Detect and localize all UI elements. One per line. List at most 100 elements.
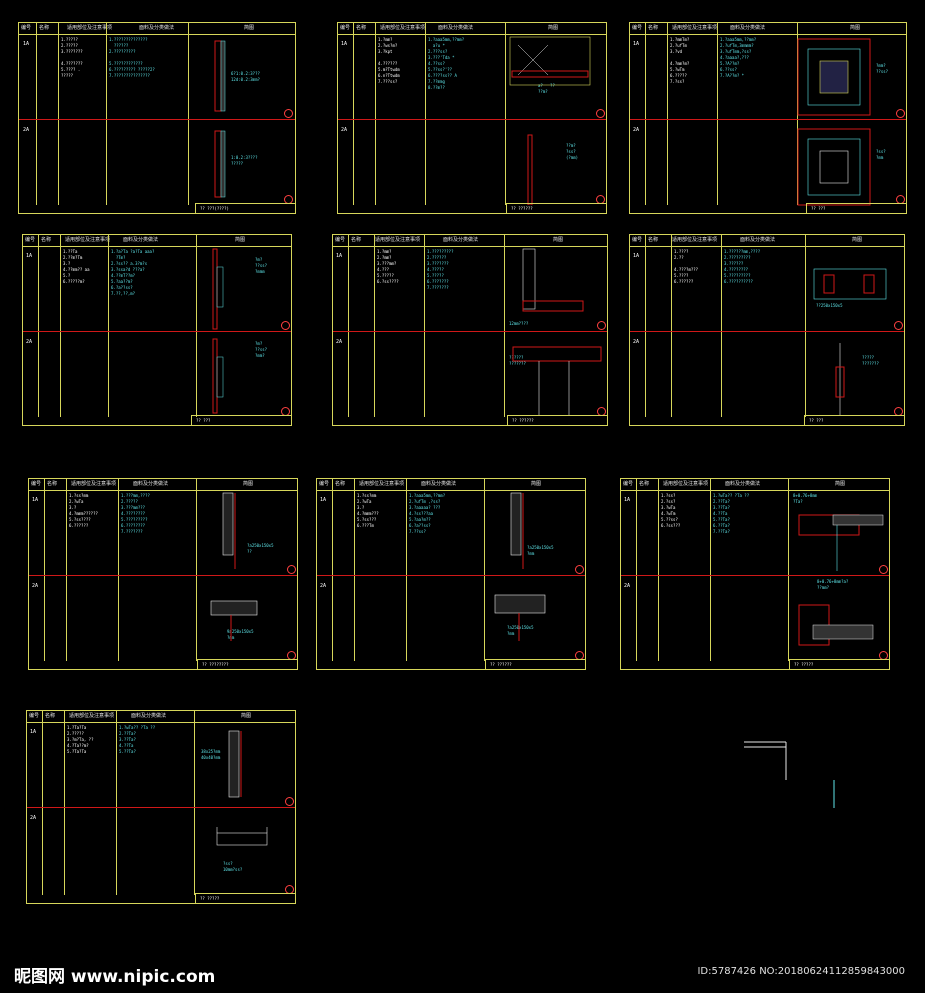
row-code-2: 2A	[26, 339, 33, 345]
row-code-2: 2A	[341, 127, 348, 133]
column-code	[630, 23, 646, 205]
material-text: 1.?wTa?? ?Ta ?? 2.??Ta? 3.??Ta? 4.??Ta 5…	[713, 493, 750, 534]
scope-text: 1.??Ta 2.??m?Tm 3.? 4.??mm?? aa 5.? 6.??…	[63, 249, 90, 284]
drawing-sheet-3[interactable]: 编号 名称 适用部位及注意事项 面料及分类做法 简图 1A 2A 1.?mmTm…	[629, 22, 907, 214]
header-materials: 面料及分类做法	[139, 25, 175, 31]
header-name: 名称	[648, 237, 659, 243]
header-name: 名称	[39, 25, 50, 31]
drawing-sheet-6[interactable]: 编号 名称 适用部位及注意事项 面料及分类做法 简图 1A 2A 1.???? …	[629, 234, 905, 426]
row-divider	[19, 119, 295, 120]
title-block-text: ?? ??????	[511, 206, 533, 211]
scope-text: 1.?ss?mm 2.?wTa 3.? 4.?mmm??? 5.?ss??? 6…	[357, 493, 379, 528]
column-materials	[722, 235, 806, 417]
drawing-sheet-4[interactable]: 编号 名称 适用部位及注意事项 面料及分类做法 简图 1A 2A 1.??Ta …	[22, 234, 292, 426]
header-scope: 适用部位及注意事项	[672, 237, 718, 243]
header-code: 编号	[632, 237, 643, 243]
detail-marker-1	[896, 109, 905, 118]
column-code	[19, 23, 37, 205]
header-diagram: 简图	[244, 25, 255, 31]
header-diagram: 简图	[548, 25, 559, 31]
header-code: 编号	[31, 481, 42, 487]
header-scope: 适用部位及注意事项	[69, 713, 115, 719]
drawing-sheet-9[interactable]: 编号 名称 适用部位及注意事项 面料及分类做法 简图 1A 2A 1.?ss? …	[620, 478, 890, 670]
detail-marker-1	[287, 565, 296, 574]
column-scope	[355, 479, 407, 661]
drawing-sheet-7[interactable]: 编号 名称 适用部位及注意事项 面料及分类做法 简图 1A 2A 1.?ss?m…	[28, 478, 298, 670]
column-materials	[119, 479, 197, 661]
title-block-text: ?? ??????	[490, 662, 512, 667]
diagram-note-2: ?ss? ?mm	[876, 149, 886, 160]
column-name	[646, 235, 672, 417]
drawing-sheet-1[interactable]: 编号 名称 适用部位及注意事项 面料及分类做法 简图 1A 2A 1.?????…	[18, 22, 296, 214]
header-scope: 适用部位及注意事项	[672, 25, 718, 31]
stray-cad-lines	[744, 741, 835, 808]
column-name	[333, 479, 355, 661]
title-block-text: ?? ??????	[512, 418, 534, 423]
title-block-text: ?? ???	[809, 418, 824, 423]
header-diagram: 简图	[852, 237, 863, 243]
diagram-note-2: ?????? ???????	[509, 355, 526, 366]
material-text: 1.???mm,???? 2.????? 3.???mm??? 4.??????…	[121, 493, 150, 534]
header-code: 编号	[623, 481, 634, 487]
header-diagram: 简图	[850, 25, 861, 31]
title-block: ?? ???	[804, 415, 904, 425]
row-code-2: 2A	[320, 583, 327, 589]
column-name	[354, 23, 376, 205]
row-code-1: 1A	[320, 497, 327, 503]
row-code-1: 1A	[633, 253, 640, 259]
column-materials	[426, 23, 506, 205]
diagram-note-1: 6?1:0.2:3??? 12d:0.2:3mm?	[231, 71, 260, 82]
column-scope	[65, 711, 117, 895]
material-text: 1.?wTa?? ?Ta ?? 2.??Ta? 3.??Ta? 4.??Ta 5…	[119, 725, 156, 754]
column-code	[29, 479, 45, 661]
drawing-sheet-5[interactable]: 编号 名称 适用部位及注意事项 面料及分类做法 简图 1A 2A 1.?mm? …	[332, 234, 608, 426]
row-code-1: 1A	[32, 497, 39, 503]
column-scope	[376, 23, 426, 205]
detail-marker-1	[879, 565, 888, 574]
row-code-1: 1A	[341, 41, 348, 47]
row-divider	[630, 331, 904, 332]
header-materials: 面料及分类做法	[443, 237, 479, 243]
diagram-note-2: ????? ???????	[862, 355, 879, 366]
detail-marker-1	[285, 797, 294, 806]
sheet-header: 编号 名称 适用部位及注意事项 面料及分类做法 简图	[630, 23, 906, 35]
title-block: ?? ??????	[507, 415, 607, 425]
material-text: 1.????????? 2.?????? 3.??????? 4.????? 5…	[427, 249, 454, 290]
column-scope	[67, 479, 119, 661]
column-code	[317, 479, 333, 661]
row-code-2: 2A	[336, 339, 343, 345]
section-drawing	[494, 492, 546, 641]
column-code	[27, 711, 43, 895]
header-code: 编号	[340, 25, 351, 31]
header-scope: 适用部位及注意事项	[65, 237, 111, 243]
row-divider	[338, 119, 606, 120]
drawing-sheet-10[interactable]: 编号 名称 适用部位及注意事项 面料及分类做法 简图 1A 2A 1.?Ta?T…	[26, 710, 296, 904]
row-divider	[317, 575, 585, 576]
section-drawing	[509, 36, 591, 205]
column-materials	[407, 479, 485, 661]
diagram-note-1: ?a250x150x5 ?mm	[527, 545, 554, 556]
header-materials: 面料及分类做法	[131, 713, 167, 719]
title-block: ?? ?????	[789, 659, 889, 669]
header-materials: 面料及分类做法	[123, 237, 159, 243]
scope-text: 1.?mm? 2.?mm? 3.???mm? 4.??? 5.????? 6.?…	[377, 249, 399, 284]
column-scope	[375, 235, 425, 417]
title-block: ?? ??????	[485, 659, 585, 669]
column-scope	[668, 23, 718, 205]
column-materials	[425, 235, 505, 417]
header-materials: 面料及分类做法	[421, 481, 457, 487]
diagram-note-1: a? ?? ??m?	[538, 83, 555, 94]
detail-marker-1	[575, 565, 584, 574]
section-drawing	[212, 248, 224, 414]
header-code: 编号	[25, 237, 36, 243]
drawing-sheet-8[interactable]: 编号 名称 适用部位及注意事项 面料及分类做法 简图 1A 2A 1.?ss?m…	[316, 478, 586, 670]
drawing-sheet-2[interactable]: 编号 名称 适用部位及注意事项 面料及分类做法 简图 1A 2A 1.?mm? …	[337, 22, 607, 214]
header-scope: 适用部位及注意事项	[67, 25, 113, 31]
title-block-text: ?? ???(????)	[200, 206, 229, 211]
row-code-1: 1A	[30, 729, 37, 735]
header-scope: 适用部位及注意事项	[380, 25, 426, 31]
row-code-2: 2A	[633, 127, 640, 133]
header-materials: 面料及分类做法	[438, 25, 474, 31]
column-name	[39, 235, 61, 417]
header-name: 名称	[351, 237, 362, 243]
